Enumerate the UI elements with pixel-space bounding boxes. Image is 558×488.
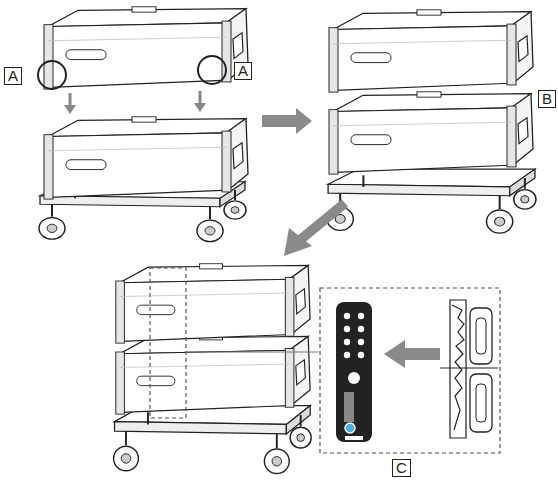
callout-letter: B	[538, 90, 556, 108]
callout-letter: A	[234, 62, 252, 80]
callout-letter: A	[4, 67, 22, 85]
callout-letter: C	[392, 459, 411, 477]
